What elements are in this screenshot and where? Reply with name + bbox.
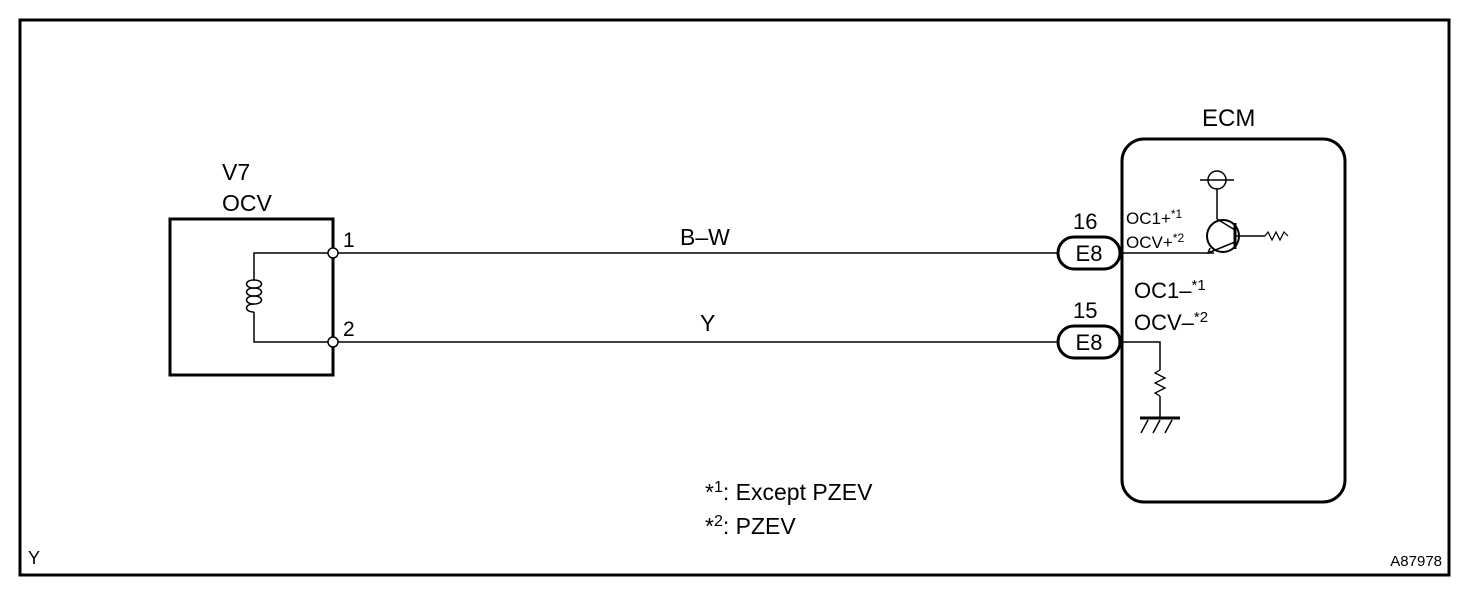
footnote-2-text: : PZEV — [723, 513, 797, 539]
ocv-internal-wire-top — [253, 252, 333, 280]
footnotes: *1: Except PZEV *2: PZEV — [705, 479, 873, 539]
footnote-1-mark: * — [705, 479, 714, 505]
connector-top-code: E8 — [1076, 241, 1103, 266]
ocv-body — [168, 217, 335, 377]
component-name: OCV — [222, 190, 273, 216]
ecm-top-signal-1: OC1+*1 — [1126, 207, 1183, 228]
transistor-icon — [1120, 170, 1289, 254]
footnote-1-text: : Except PZEV — [723, 479, 873, 505]
ecm-top-signal-2-note: *2 — [1173, 231, 1185, 245]
diagram-frame — [18, 18, 1451, 577]
connector-top-pin: 16 — [1073, 209, 1097, 234]
ecm-bottom-signal-1-note: *1 — [1191, 277, 1205, 294]
ocv-component: V7 OCV 1 2 — [168, 159, 355, 377]
resistor-icon — [1120, 341, 1167, 418]
pin1-label: 1 — [343, 229, 355, 252]
figure-id: A87978 — [1390, 553, 1442, 570]
ecm-bottom-signal-1-text: OC1– — [1134, 278, 1192, 303]
footnote-1-num: 1 — [714, 479, 723, 496]
ocv-internal-wire-bottom — [253, 314, 333, 343]
ecm-top-signal-1-note: *1 — [1171, 207, 1183, 221]
wire-top-color: B–W — [680, 224, 730, 250]
footnote-2-num: 2 — [714, 513, 723, 530]
footnote-2-mark: * — [705, 513, 714, 539]
ecm-unit: ECM OC1+*1 OCV+*2 OC1–*1 OCV–*2 — [1120, 105, 1347, 504]
ecm-top-signal-1-text: OC1+ — [1126, 209, 1171, 228]
wire-bottom-color: Y — [700, 310, 715, 336]
ecm-bottom-signal-2-note: *2 — [1194, 309, 1208, 326]
pin1-terminal — [327, 247, 339, 259]
connector-bottom-code: E8 — [1076, 330, 1103, 355]
ecm-top-signal-2-text: OCV+ — [1126, 233, 1173, 252]
pin2-terminal — [327, 336, 339, 348]
footnote-2: *2: PZEV — [705, 513, 796, 539]
ground-icon — [1140, 416, 1180, 434]
ecm-bottom-signal-2: OCV–*2 — [1134, 309, 1208, 335]
ecm-top-signal-2: OCV+*2 — [1126, 231, 1184, 252]
ecm-bottom-signal-2-text: OCV– — [1134, 310, 1195, 335]
connector-bottom-pin: 15 — [1073, 298, 1097, 323]
ecm-title: ECM — [1202, 105, 1255, 132]
ecm-bottom-signal-1: OC1–*1 — [1134, 277, 1206, 303]
corner-label: Y — [28, 548, 40, 568]
connector-bottom: 15 E8 — [1056, 298, 1122, 360]
footnote-1: *1: Except PZEV — [705, 479, 873, 505]
ecm-body — [1120, 137, 1347, 504]
component-code: V7 — [222, 159, 250, 185]
connector-top: 16 E8 — [1056, 209, 1122, 271]
coil-icon — [245, 279, 263, 314]
pin2-label: 2 — [343, 318, 355, 341]
